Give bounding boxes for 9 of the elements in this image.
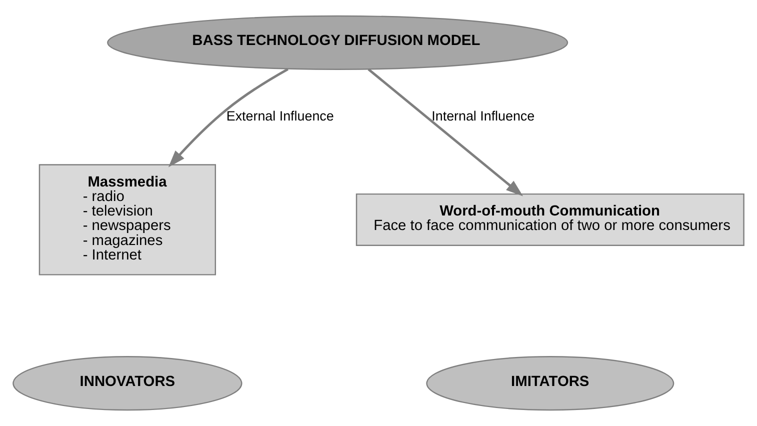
node-box: Massmedia - radio - television - newspapers - magazines - Internet xyxy=(38,164,216,276)
edge-label: External Influence xyxy=(226,108,334,124)
node-ellipse: IMITATORS xyxy=(426,356,674,411)
node-ellipse: BASS TECHNOLOGY DIFFUSION MODEL xyxy=(107,15,568,70)
arrow xyxy=(168,68,288,168)
edge-label: Internal Influence xyxy=(432,108,535,124)
arrow xyxy=(368,68,524,196)
node-ellipse: INNOVATORS xyxy=(12,356,242,411)
node-box: Word-of-mouth Communication Face to face communication of two or more consumers xyxy=(356,193,744,246)
